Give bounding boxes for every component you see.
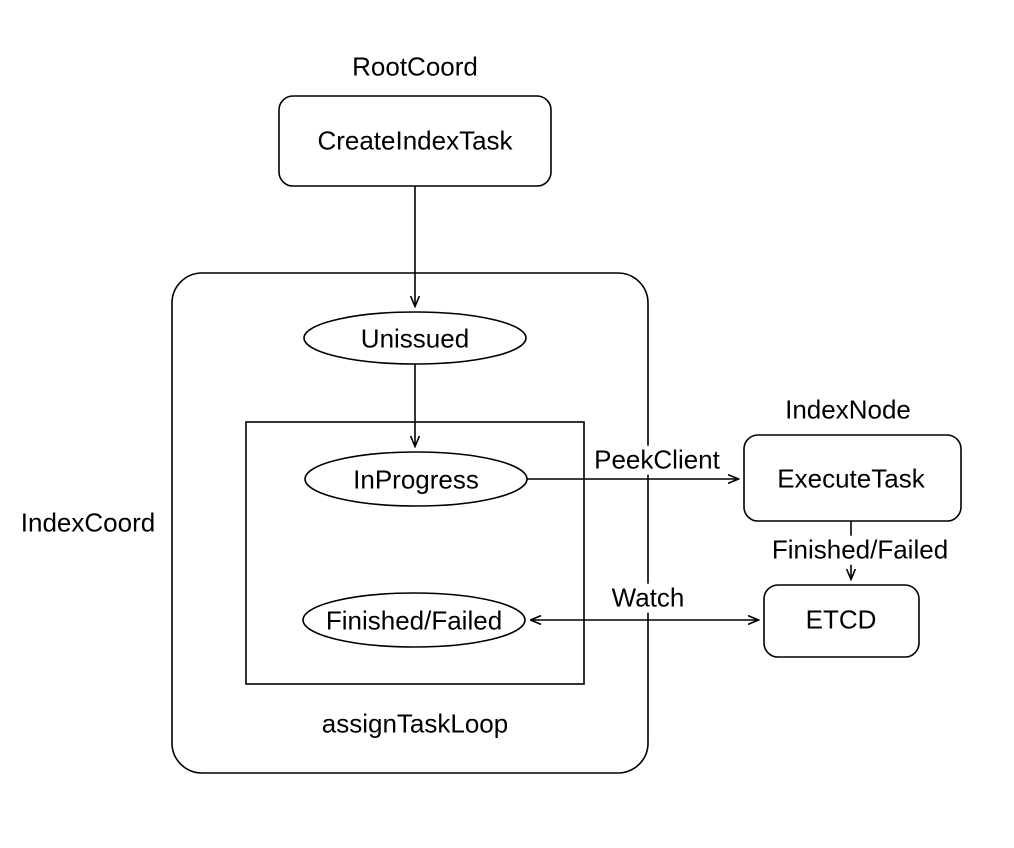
index-coord-container [171, 272, 649, 774]
create-index-task-box[interactable] [278, 95, 552, 187]
finished-failed-state-ellipse[interactable] [302, 592, 526, 648]
inprogress-state-ellipse[interactable] [304, 451, 528, 507]
unissued-state-ellipse[interactable] [303, 311, 527, 365]
etcd-box[interactable] [763, 584, 920, 658]
execute-task-box[interactable] [743, 434, 962, 522]
